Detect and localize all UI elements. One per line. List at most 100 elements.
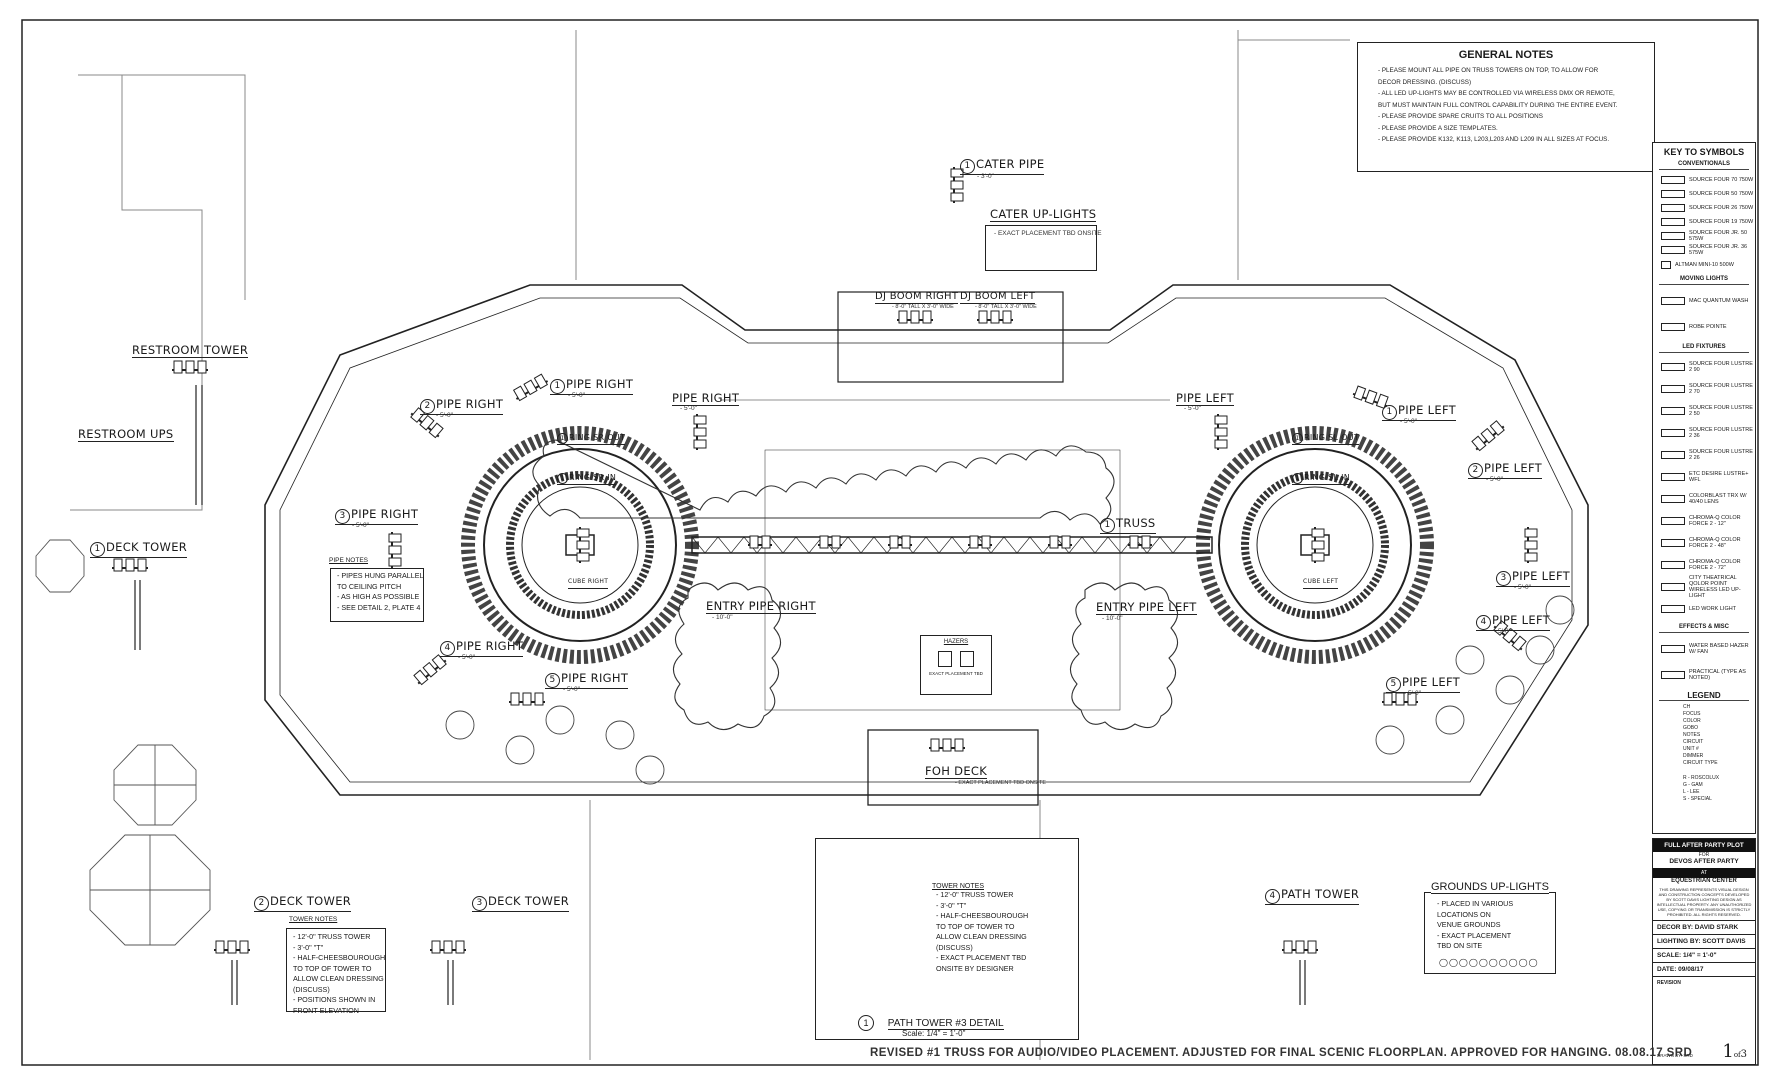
key-legend-line: GOBO xyxy=(1683,725,1699,731)
lighting-position-symbol xyxy=(968,535,992,549)
sub-entry-pipe-left: - 10'-0" xyxy=(1102,615,1123,622)
building-outline xyxy=(70,30,1350,1060)
label-cube-left: CUBE LEFT xyxy=(1303,575,1339,589)
fixture-icon xyxy=(215,940,225,954)
key-symbol-icon xyxy=(1661,473,1685,481)
key-effects-head: EFFECTS & MISC xyxy=(1659,623,1749,633)
sub-entry-pipe-right: - 10'-0" xyxy=(712,614,733,621)
fixture-icon xyxy=(1311,552,1325,562)
label-dj-boom-left: DJ BOOM LEFT xyxy=(960,291,1036,304)
grounds-lines-line: LOCATIONS ON xyxy=(1437,909,1491,919)
key-symbol-icon xyxy=(1661,451,1685,459)
tn-left-line: - 12'-0" TRUSS TOWER xyxy=(293,932,371,941)
key-symbol-icon xyxy=(1661,363,1685,371)
key-led-head: LED FIXTURES xyxy=(1659,343,1749,353)
lighting-position-symbol xyxy=(888,535,912,549)
general-notes-title: GENERAL NOTES xyxy=(1458,49,1554,61)
tn-center-line: TO TOP OF TOWER TO xyxy=(936,921,1015,931)
fixture-icon xyxy=(1502,627,1518,644)
label-pipe-right-center: PIPE RIGHT xyxy=(672,391,740,406)
key-moving-head: MOVING LIGHTS xyxy=(1659,275,1749,285)
pipe-lines-line: - AS HIGH AS POSSIBLE xyxy=(337,592,420,601)
key-item: SOURCE FOUR JR. 50 575W xyxy=(1653,229,1755,243)
key-to-symbols: KEY TO SYMBOLS CONVENTIONALS SOURCE FOUR… xyxy=(1652,142,1756,834)
fixture-icon xyxy=(950,192,964,202)
venue-name: EQUESTRIAN CENTER xyxy=(1671,878,1737,884)
fixture-icon xyxy=(901,535,911,549)
key-legend-line: CH xyxy=(1683,704,1691,710)
fixture-icon xyxy=(422,661,438,678)
tn-center-line: - EXACT PLACEMENT TBD xyxy=(936,953,1027,962)
key-item: SOURCE FOUR 50 750W xyxy=(1653,187,1755,201)
key-symbol-icon xyxy=(1661,176,1685,184)
key-codes-line: S - SPECIAL xyxy=(1683,796,1712,802)
decor-by: DECOR BY: DAVID STARK xyxy=(1653,920,1755,934)
center-truss xyxy=(691,536,1213,554)
lighting-position-symbol xyxy=(1128,535,1152,549)
key-legend-line: FOCUS xyxy=(1683,711,1701,717)
fixture-icon xyxy=(1311,540,1325,550)
fixture-icon xyxy=(981,535,991,549)
fixture-icon xyxy=(898,310,908,324)
fixture-icon xyxy=(978,310,988,324)
fixture-icon xyxy=(1353,385,1367,401)
lighting-position-symbol xyxy=(748,535,772,549)
fixture-icon xyxy=(1480,427,1496,444)
fixture-icon xyxy=(954,738,964,752)
tower-notes-center: TOWER NOTES - 12'-0" TRUSS TOWER- 3'-0" … xyxy=(932,883,1032,983)
fixture-icon xyxy=(534,692,544,706)
fixture-symbols xyxy=(112,167,1538,954)
lighting-position-symbol xyxy=(818,535,842,549)
cater-uplights-box: - EXACT PLACEMENT TBD ONSITE xyxy=(985,225,1102,271)
tn-left-line: FRONT ELEVATION xyxy=(293,1005,359,1015)
revision-label: REVISION xyxy=(1653,976,1755,1005)
fixture-icon xyxy=(889,535,899,549)
fixture-icon xyxy=(1364,389,1378,405)
fixture-icon xyxy=(533,373,549,390)
event-name: DEVOS AFTER PARTY xyxy=(1669,858,1739,865)
fixture-icon xyxy=(1061,535,1071,549)
key-item: WATER BASED HAZER W/ FAN xyxy=(1653,636,1755,662)
fixture-icon xyxy=(693,415,707,425)
sub-pipe-right-5: - 5'-0" xyxy=(563,686,580,693)
lighting-by: LIGHTING BY: SCOTT DAVIS xyxy=(1653,934,1755,948)
fixture-icon xyxy=(431,940,441,954)
key-item: CHROMA-Q COLOR FORCE 2 - 72" xyxy=(1653,554,1755,576)
fixture-icon xyxy=(1307,940,1317,954)
tent-outline xyxy=(264,284,1589,796)
key-symbol-icon xyxy=(1661,429,1685,437)
key-symbol-icon xyxy=(1661,517,1685,525)
tn-left-line: TO TOP OF TOWER TO xyxy=(293,963,372,973)
fixture-icon xyxy=(693,439,707,449)
fixture-icon xyxy=(443,940,453,954)
gen-lines-line: - PLEASE PROVIDE K132, K113, L203,L203 A… xyxy=(1378,136,1610,143)
fixture-icon xyxy=(137,558,147,572)
plot-title: FULL AFTER PARTY PLOT xyxy=(1653,839,1755,852)
fixture-icon xyxy=(1524,540,1538,550)
key-symbol-icon xyxy=(1661,561,1685,569)
lighting-position-symbol xyxy=(576,527,590,563)
pipe-lines-line: TO CEILING PITCH xyxy=(337,581,402,591)
fixture-icon xyxy=(969,535,979,549)
round-tables xyxy=(445,595,1575,785)
fixture-icon xyxy=(1295,940,1305,954)
fixture-icon xyxy=(431,654,447,670)
key-symbol-icon xyxy=(1661,323,1685,331)
sub-pipe-right-2: - 5'-0" xyxy=(436,412,453,419)
fixture-icon xyxy=(522,692,532,706)
fixture-icon xyxy=(1471,435,1487,452)
key-symbol-icon xyxy=(1661,495,1685,503)
fixture-icon xyxy=(576,552,590,562)
sub-pipe-right-4: - 5'-0" xyxy=(458,654,475,661)
key-symbol-icon xyxy=(1661,218,1685,226)
label-pipe-left-center: PIPE LEFT xyxy=(1176,391,1234,406)
